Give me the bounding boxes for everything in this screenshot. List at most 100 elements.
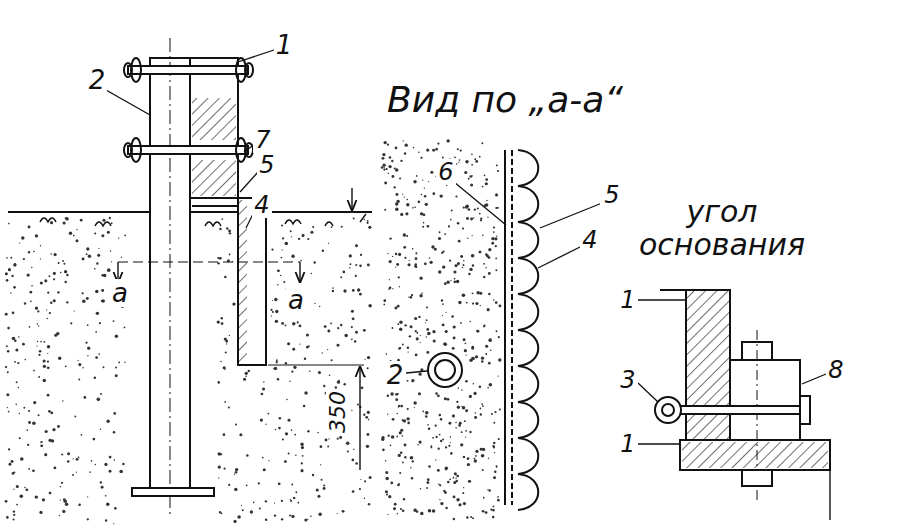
soil-dot <box>63 221 66 224</box>
soil-dot <box>458 162 459 163</box>
soil-dot <box>8 268 11 271</box>
soil-dot <box>495 301 498 304</box>
soil-dot <box>412 248 414 250</box>
soil-dot <box>225 351 227 353</box>
soil-dot <box>395 193 398 196</box>
soil-dot <box>426 319 428 321</box>
soil-dot <box>490 508 492 510</box>
soil-dot <box>229 335 230 336</box>
soil-dot <box>271 248 273 250</box>
soil-dot <box>452 414 455 417</box>
soil-dot <box>67 452 70 455</box>
soil-dot <box>35 234 38 237</box>
soil-dot <box>444 282 447 285</box>
soil-dot <box>91 460 93 462</box>
soil-dot <box>493 476 496 479</box>
soil-dot <box>101 486 104 489</box>
soil-dot <box>86 253 88 255</box>
soil-dot <box>354 340 356 342</box>
soil-dot <box>61 482 63 484</box>
view-title: Вид по „а-а“ <box>385 80 625 120</box>
soil-dot <box>455 478 456 479</box>
soil-dot <box>453 337 456 340</box>
soil-dot <box>282 438 284 440</box>
soil-dot <box>402 194 403 195</box>
soil-dot <box>267 413 269 415</box>
soil-dot <box>412 460 414 462</box>
soil-dot <box>398 253 401 256</box>
soil-dot <box>42 498 45 501</box>
soil-dot <box>337 327 339 329</box>
soil-dot <box>219 511 221 513</box>
soil-dot <box>341 226 343 228</box>
soil-dot <box>439 414 442 417</box>
soil-dot <box>458 424 461 427</box>
soil-dot <box>446 281 449 284</box>
soil-dot <box>406 235 408 237</box>
soil-dot <box>340 276 342 278</box>
soil-dot <box>64 281 66 283</box>
soil-dot <box>265 500 267 502</box>
callout-number: 5 <box>257 152 276 178</box>
soil-dot <box>444 233 446 235</box>
soil-dot <box>39 511 42 514</box>
soil-dot <box>367 433 370 436</box>
soil-dot <box>419 277 422 280</box>
soil-dot <box>217 257 219 259</box>
soil-dot <box>465 342 467 344</box>
soil-dot <box>228 230 231 233</box>
soil-dot <box>399 472 401 474</box>
soil-dot <box>25 488 28 491</box>
soil-dot <box>402 435 404 437</box>
soil-dot <box>465 354 466 355</box>
soil-dot <box>367 367 369 369</box>
soil-dot <box>400 508 402 510</box>
soil-dot <box>405 143 408 146</box>
soil-dot <box>406 199 408 201</box>
soil-dot <box>101 299 105 303</box>
soil-dot <box>325 439 328 442</box>
soil-dot <box>495 193 498 196</box>
soil-dot <box>80 219 83 222</box>
soil-dot <box>455 195 457 197</box>
soil-dot <box>9 463 12 466</box>
soil-dot <box>95 290 98 293</box>
soil-dot <box>87 347 90 350</box>
soil-dot <box>463 487 464 488</box>
soil-dot <box>320 464 321 465</box>
soil-dot <box>282 237 284 239</box>
soil-dot <box>44 279 47 282</box>
soil-dot <box>482 235 484 237</box>
soil-dot <box>450 280 451 281</box>
soil-dot <box>471 153 473 155</box>
soil-dot <box>219 228 221 230</box>
soil-dot <box>444 397 447 400</box>
soil-dot <box>224 276 227 279</box>
soil-dot <box>382 449 385 452</box>
soil-dot <box>465 409 468 412</box>
soil-dot <box>47 318 48 319</box>
soil-dot <box>95 356 98 359</box>
soil-dot <box>28 410 30 412</box>
soil-dot <box>415 252 417 254</box>
soil-dot <box>412 207 414 209</box>
soil-dot <box>385 471 388 474</box>
soil-dot <box>20 457 24 461</box>
soil-dot <box>19 413 20 414</box>
soil-dot <box>463 456 465 458</box>
soil-dot <box>496 236 497 237</box>
soil-dot <box>38 354 40 356</box>
soil-dot <box>355 462 358 465</box>
soil-dot <box>497 170 499 172</box>
soil-dot <box>312 226 314 228</box>
soil-dot <box>13 286 16 289</box>
soil-dot <box>482 186 484 188</box>
soil-dot <box>465 205 469 209</box>
soil-dot <box>387 494 388 495</box>
soil-dot <box>113 320 115 322</box>
soil-dot <box>20 494 24 498</box>
soil-dot <box>69 232 72 235</box>
soil-dot <box>38 325 39 326</box>
section-mark: а <box>110 279 130 308</box>
soil-dot <box>462 492 464 494</box>
